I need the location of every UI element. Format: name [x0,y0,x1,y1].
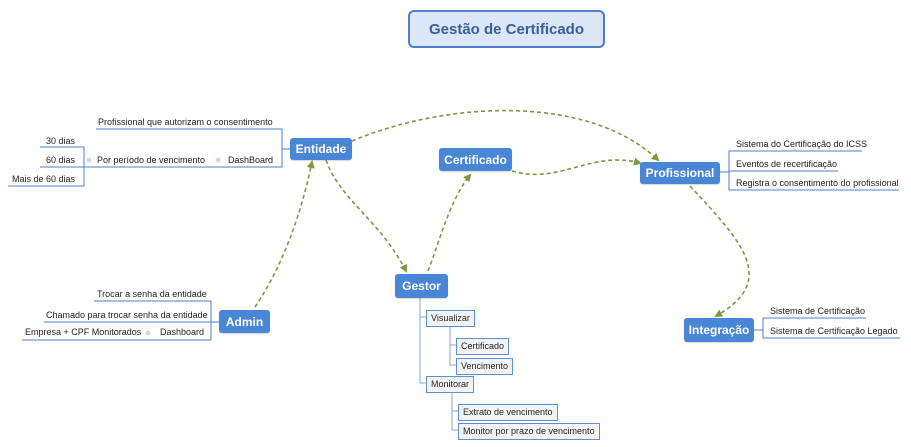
node-entidade[interactable]: Entidade [290,138,352,160]
branch-monitorar-trunk [451,392,458,431]
node-certificado[interactable]: Certificado [439,148,512,171]
node-profissional[interactable]: Profissional [640,162,720,184]
branch-int-legado [754,329,900,339]
box-vencimento[interactable]: Vencimento [456,358,514,375]
arrow-profissional-integracao [689,185,750,317]
arrow-gestor-certificado [427,173,472,272]
box-visualizar[interactable]: Visualizar [426,310,475,327]
branch-prof-registra [720,171,899,191]
leaf-sistema-legado[interactable]: Sistema de Certificação Legado [770,326,898,336]
leaf-mais-60-dias[interactable]: Mais de 60 dias [12,174,76,184]
box-monitor-prazo[interactable]: Monitor por prazo de vencimento [458,423,600,440]
leaf-eventos[interactable]: Eventos de recertificação [736,159,838,169]
node-gestor[interactable]: Gestor [395,274,448,298]
leaf-registra[interactable]: Registra o consentimento do profissional [736,178,899,188]
leaf-60-dias[interactable]: 60 dias [46,155,76,165]
leaf-empresa-cpf[interactable]: Empresa + CPF Monitorados [25,327,142,337]
leaf-consentimento[interactable]: Profissional que autorizam o consentimen… [98,117,273,127]
arrow-entidade-profissional [351,109,660,162]
branch-visualizar-trunk [449,326,456,366]
diagram-title: Gestão de Certificado [408,10,605,48]
leaf-entidade-dashboard[interactable]: DashBoard [228,155,274,165]
box-certificado[interactable]: Certificado [456,338,510,355]
leaf-sistema-certificacao[interactable]: Sistema de Certificação [770,306,866,316]
node-admin[interactable]: Admin [219,310,270,333]
branch-admin-dashboard [153,321,219,341]
leaf-trocar-senha[interactable]: Trocar a senha da entidade [97,289,207,299]
branch-prof-eventos [720,170,838,173]
node-integracao[interactable]: Integração [684,318,754,342]
arrow-admin-entidade [254,160,315,308]
branch-entidade-consentimento [96,128,290,150]
branch-gestor-trunk [419,298,426,384]
box-monitorar[interactable]: Monitorar [426,376,475,393]
leaf-30-dias[interactable]: 30 dias [46,136,76,146]
leaf-sistema-icss[interactable]: Sistema do Certificação do ICSS [736,139,868,149]
leaf-chamado[interactable]: Chamado para trocar senha da entidade [46,310,208,320]
branch-periodo-dias [8,146,94,187]
leaf-admin-dashboard[interactable]: Dashboard [160,327,205,337]
arrow-entidade-gestor [325,159,407,273]
leaf-periodo[interactable]: Por período de vencimento [97,155,206,165]
branch-entidade-dashboard [223,148,290,168]
arrow-certificado-profissional [511,157,642,176]
box-extrato[interactable]: Extrato de vencimento [458,404,558,421]
